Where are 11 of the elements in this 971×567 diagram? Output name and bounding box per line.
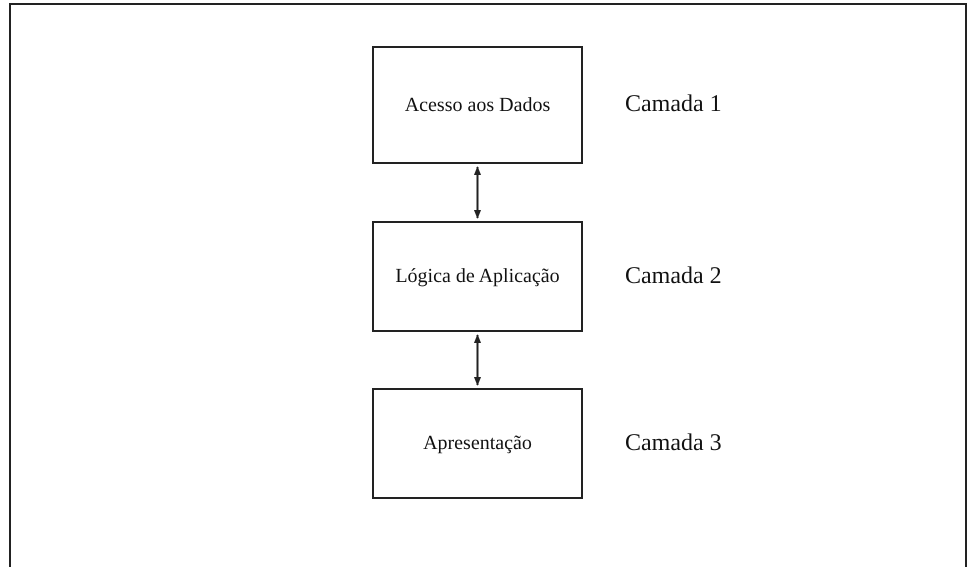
layer-name: Lógica de Aplicação: [395, 264, 560, 289]
layer-name: Acesso aos Dados: [404, 92, 550, 118]
double-arrow: [474, 334, 482, 386]
layer-box: [372, 388, 583, 499]
double-arrow: [474, 166, 482, 219]
layer-name: Apresentação: [423, 431, 532, 456]
layer-number: Camada 3: [625, 430, 722, 456]
layer-box: [372, 46, 583, 164]
layer-box: [372, 221, 583, 332]
layer-number: Camada 2: [625, 262, 722, 290]
layer-number: Camada 1: [625, 91, 722, 118]
